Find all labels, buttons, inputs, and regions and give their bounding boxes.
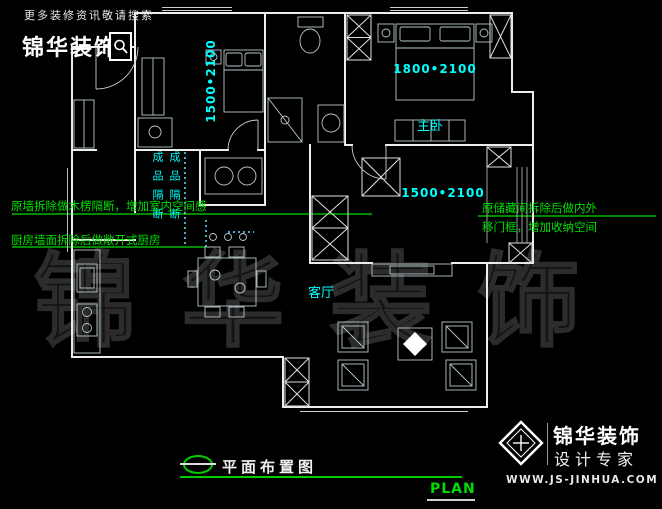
master-bedroom-furniture bbox=[377, 23, 493, 142]
living-room-furniture bbox=[337, 263, 477, 391]
search-icon bbox=[113, 39, 128, 54]
dimension-storage-room: 1500•2100 bbox=[401, 186, 484, 200]
annotation-right-line-1: 原储藏间拆除后做内外 bbox=[482, 201, 597, 215]
interior-walls bbox=[71, 12, 534, 264]
plan-labels: 1500•2100 1800•2100 1500•2100 主卧 客厅 bbox=[204, 39, 484, 301]
brand-footer-tagline: 设计专家 bbox=[554, 450, 639, 469]
drawing-title: 平面布置图 bbox=[222, 458, 318, 476]
window-lines bbox=[67, 7, 468, 412]
bathroom-fixtures bbox=[267, 16, 345, 143]
title-underline bbox=[180, 476, 462, 478]
hall-bathroom-fixtures bbox=[204, 157, 263, 195]
annotation-left-1: 原墙拆除做木楞隔断，增加室内空间感 bbox=[11, 199, 207, 213]
dimension-left-bedroom: 1500•2100 bbox=[204, 39, 218, 122]
search-tagline: 更多装修资讯敬请搜索 bbox=[24, 9, 154, 22]
door-swings bbox=[95, 46, 387, 180]
left-bedroom-furniture bbox=[137, 49, 264, 148]
hatched-columns bbox=[284, 14, 533, 407]
dimension-master-bedroom: 1800•2100 bbox=[393, 62, 476, 76]
bay-window-glass bbox=[486, 167, 528, 243]
annotation-right-line-2: 移门框，增加收纳空间 bbox=[482, 220, 597, 234]
demolition-dotted-marks bbox=[184, 152, 254, 248]
brand-logo-text: 锦华装饰 bbox=[22, 36, 119, 61]
plan-label: PLAN bbox=[430, 481, 476, 497]
plan-label-underline bbox=[427, 499, 475, 501]
room-label-living-room: 客厅 bbox=[308, 285, 334, 301]
kitchen-fixtures bbox=[73, 99, 101, 354]
partition-label-1: 成品隔断 bbox=[151, 151, 164, 227]
room-label-master-bedroom: 主卧 bbox=[417, 119, 443, 134]
search-logo-box bbox=[109, 32, 132, 61]
logo-divider bbox=[547, 423, 548, 465]
annotation-left-2: 厨房墙面拆除后做敞开式厨房 bbox=[11, 233, 161, 247]
jinhua-logo-mark bbox=[498, 420, 544, 466]
outer-walls bbox=[71, 12, 534, 408]
brand-footer-website: WWW.JS-JINHUA.COM bbox=[506, 474, 659, 486]
dining-set bbox=[187, 233, 267, 318]
partition-label-2: 成品隔断 bbox=[168, 151, 181, 227]
section-marker-dash bbox=[180, 463, 216, 465]
brand-footer-name: 锦华装饰 bbox=[553, 424, 641, 448]
